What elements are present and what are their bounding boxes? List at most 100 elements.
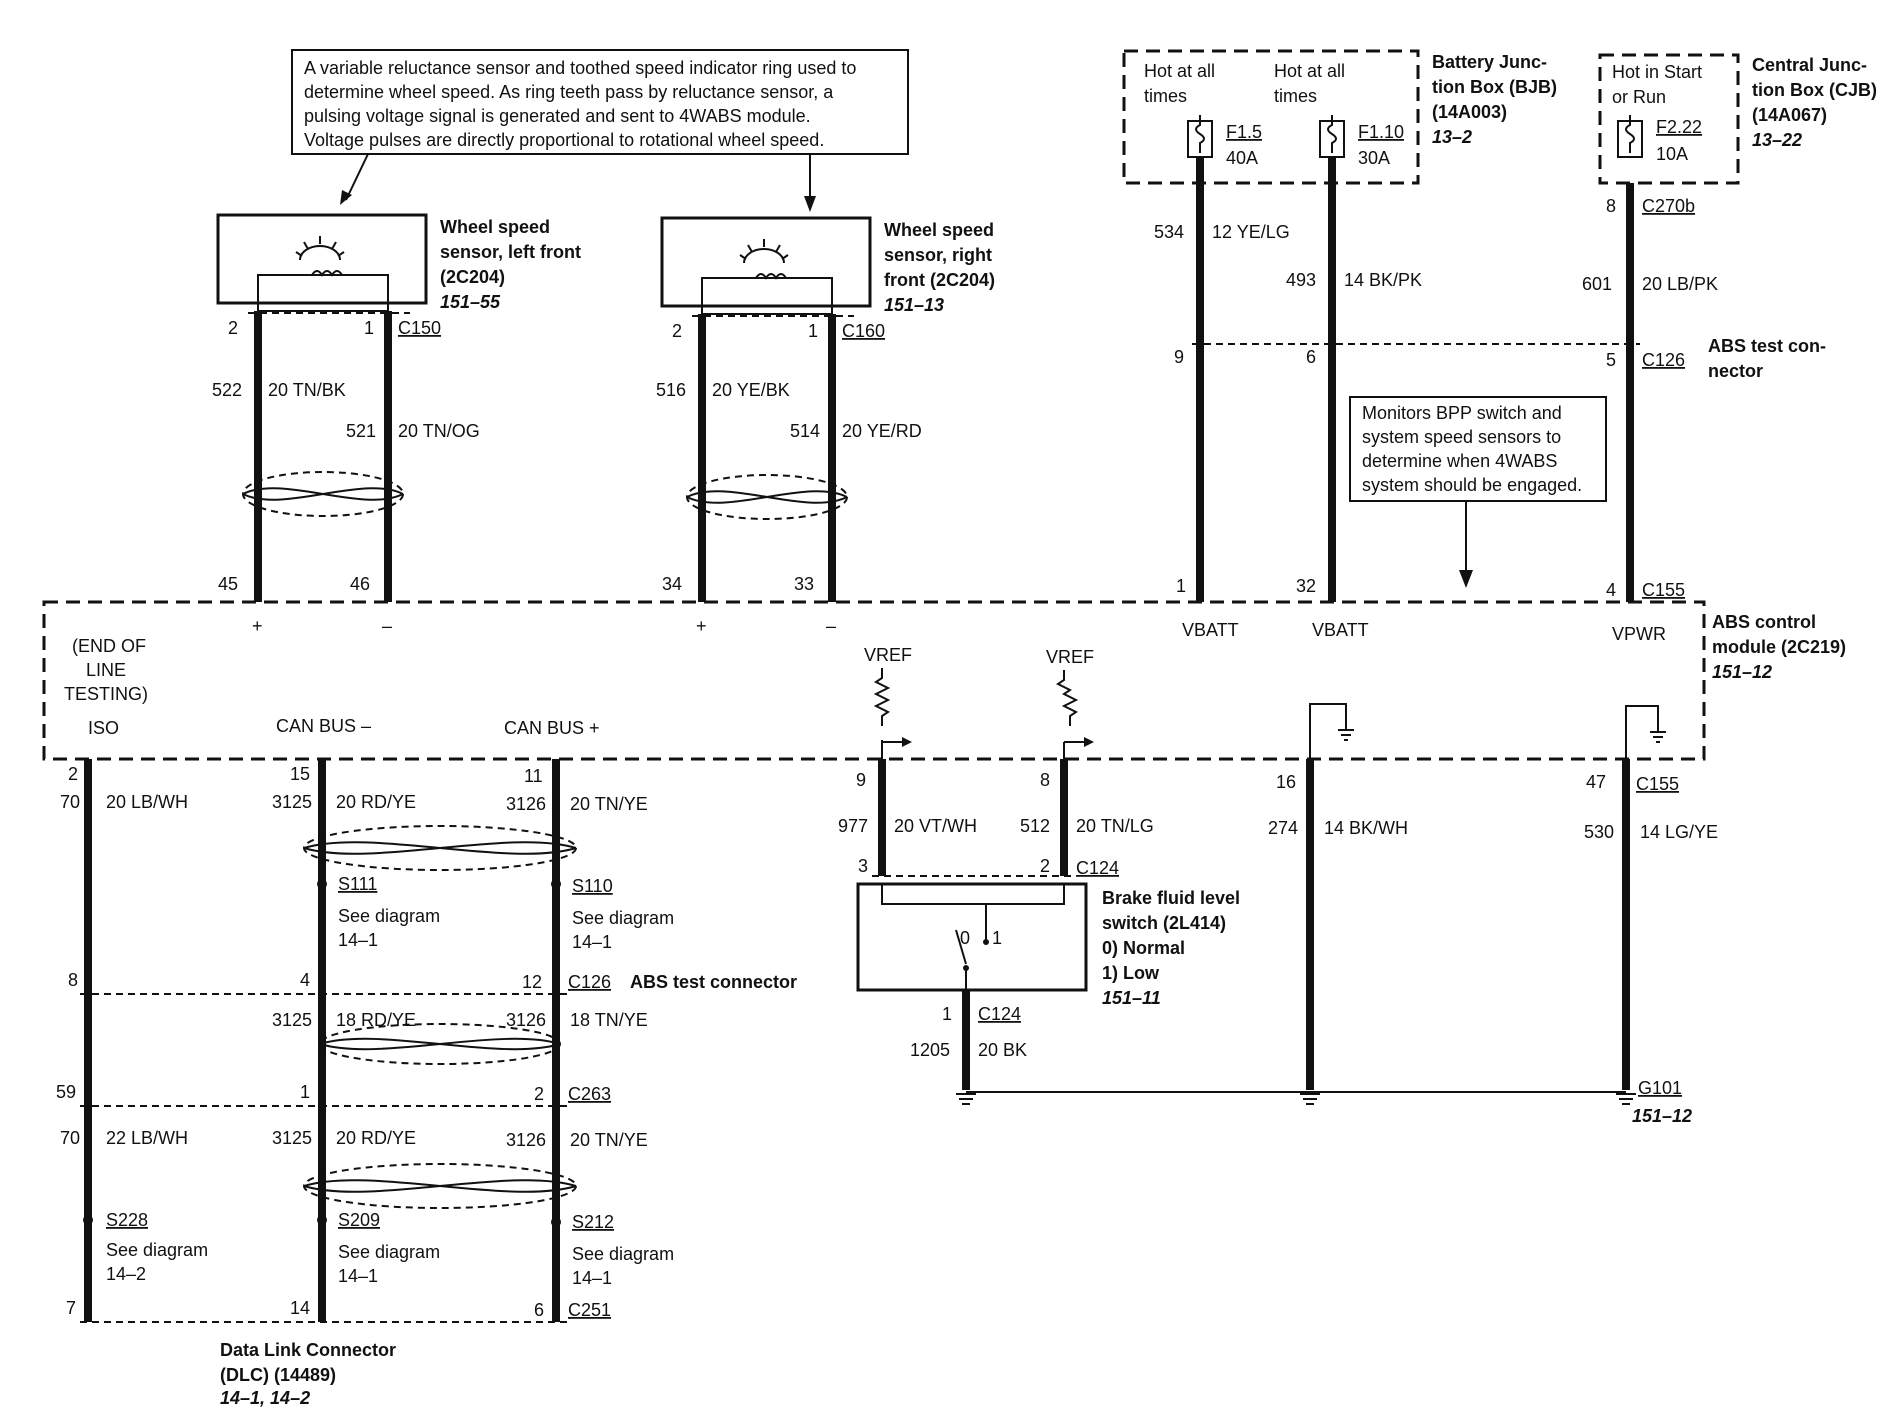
note-line: determine wheel speed. As ring teeth pas…	[304, 82, 834, 102]
circuit-number: 274	[1268, 818, 1298, 838]
circuit-number: 3126	[506, 1130, 546, 1150]
component-label: Data Link Connector	[220, 1340, 396, 1360]
circuit-number: 3125	[272, 1010, 312, 1030]
pin-number: 46	[350, 574, 370, 594]
component-label: tion Box (CJB)	[1752, 80, 1877, 100]
fuse-rating: 40A	[1226, 148, 1258, 168]
polarity-minus: –	[826, 616, 836, 636]
ground-icon	[1616, 1093, 1636, 1105]
central-junction-box: Hot in Start or Run F2.22 10A Central Ju…	[1598, 53, 1877, 185]
pin-number: 32	[1296, 576, 1316, 596]
pin-number: 47	[1586, 772, 1606, 792]
switch-contact-icon	[955, 929, 967, 965]
pin-number: 16	[1276, 772, 1296, 792]
component-label: Wheel speed	[440, 217, 550, 237]
wire-color: 12 YE/LG	[1212, 222, 1290, 242]
circuit-number: 516	[656, 380, 686, 400]
resistor-icon	[1056, 670, 1094, 764]
splice-id: S111	[338, 874, 377, 894]
signal-iso: ISO	[88, 718, 119, 738]
component-label: Battery Junc-	[1432, 52, 1547, 72]
splice-reference: 14–1	[572, 1268, 612, 1288]
wire-color: 14 LG/YE	[1640, 822, 1718, 842]
hot-in-start-label: or Run	[1612, 87, 1666, 107]
component-label: Central Junc-	[1752, 55, 1867, 75]
ground-icon	[1300, 1093, 1320, 1105]
component-label: ABS control	[1712, 612, 1816, 632]
pin-number: 9	[856, 770, 866, 790]
component-label: switch (2L414)	[1102, 913, 1226, 933]
connector-id: C270b	[1642, 196, 1695, 216]
circuit-number: 534	[1154, 222, 1184, 242]
pin-number: 11	[524, 766, 543, 786]
signal-can-bus-plus: CAN BUS +	[504, 718, 600, 738]
switch-position-label: 0	[960, 928, 970, 948]
splice-see-diagram: See diagram	[572, 1244, 674, 1264]
pin-number: 15	[290, 764, 310, 784]
pin-number: 2	[534, 1084, 544, 1104]
splice-see-diagram: See diagram	[572, 908, 674, 928]
splice-dot	[83, 1215, 93, 1225]
pin-number: 34	[662, 574, 682, 594]
splice-reference: 14–1	[572, 932, 612, 952]
circuit-number: 514	[790, 421, 820, 441]
internal-ground-icon	[1309, 703, 1354, 760]
connector-id: C155	[1642, 580, 1685, 600]
component-label: (DLC) (14489)	[220, 1365, 336, 1385]
component-label: sensor, left front	[440, 242, 581, 262]
component-label: ABS test con-	[1708, 336, 1826, 356]
note-line: system speed sensors to	[1362, 427, 1561, 447]
polarity-plus: +	[252, 616, 263, 636]
page-reference: 151–12	[1632, 1106, 1692, 1126]
note-line: Monitors BPP switch and	[1362, 403, 1562, 423]
ground-icon	[956, 1093, 976, 1105]
polarity-plus: +	[696, 616, 707, 636]
wire-color: 20 YE/BK	[712, 380, 790, 400]
pin-number: 2	[228, 318, 238, 338]
pin-number: 8	[68, 970, 78, 990]
note-line: system should be engaged.	[1362, 475, 1582, 495]
wire-color: 18 RD/YE	[336, 1010, 416, 1030]
circuit-number: 530	[1584, 822, 1614, 842]
pin-number: 7	[66, 1298, 76, 1318]
hot-at-all-times-label: Hot at all	[1274, 61, 1345, 81]
note-line: pulsing voltage signal is generated and …	[304, 106, 811, 126]
component-label: Brake fluid level	[1102, 888, 1240, 908]
circuit-number: 3126	[506, 1010, 546, 1030]
wire-color: 14 BK/PK	[1344, 270, 1422, 290]
circuit-number: 70	[60, 1128, 80, 1148]
wire-color: 20 TN/OG	[398, 421, 480, 441]
lower-right-wires	[878, 759, 1630, 1093]
resistor-icon	[873, 668, 912, 762]
connector-id: C124	[1076, 858, 1119, 878]
pin-number: 6	[534, 1300, 544, 1320]
note-line: determine when 4WABS	[1362, 451, 1557, 471]
wire-color: 20 YE/RD	[842, 421, 922, 441]
circuit-number: 521	[346, 421, 376, 441]
connector-id: C155	[1636, 774, 1679, 794]
fuse-rating: 30A	[1358, 148, 1390, 168]
abs-control-module: ABS control module (2C219) 151–12 (END O…	[42, 600, 1846, 764]
hot-at-all-times-label: times	[1274, 86, 1317, 106]
pin-number: 14	[290, 1298, 310, 1318]
fuse-id: F1.10	[1358, 122, 1404, 142]
pin-number: 2	[68, 764, 78, 784]
pin-number: 33	[794, 574, 814, 594]
note-arrows	[340, 153, 816, 212]
page-reference: 13–2	[1432, 127, 1472, 147]
splice-id: S110	[572, 876, 613, 896]
pin-number: 45	[218, 574, 238, 594]
circuit-number: 601	[1582, 274, 1612, 294]
hot-at-all-times-label: Hot at all	[1144, 61, 1215, 81]
note-line: A variable reluctance sensor and toothed…	[304, 58, 856, 78]
circuit-number: 70	[60, 792, 80, 812]
end-of-line-testing-label: (END OF	[72, 636, 146, 656]
splice-reference: 14–2	[106, 1264, 146, 1284]
circuit-number: 977	[838, 816, 868, 836]
signal-vref: VREF	[1046, 647, 1094, 667]
pin-number: 1	[364, 318, 374, 338]
polarity-minus: –	[382, 616, 392, 636]
wire-color: 20 VT/WH	[894, 816, 977, 836]
hot-in-start-label: Hot in Start	[1612, 62, 1702, 82]
